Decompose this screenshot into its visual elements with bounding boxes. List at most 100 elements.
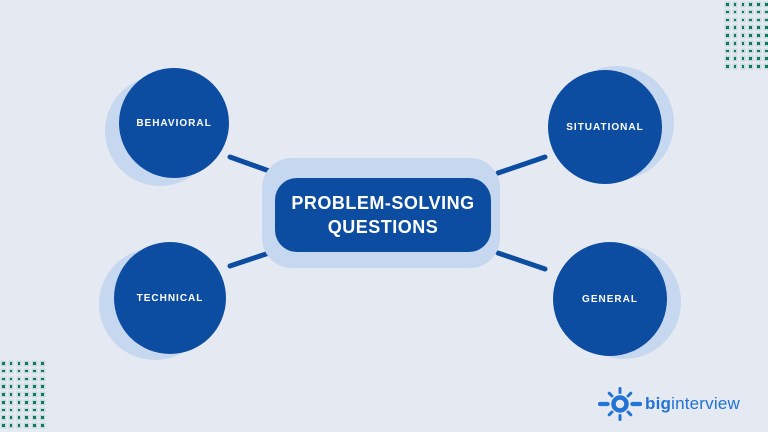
dot xyxy=(25,393,28,396)
dot xyxy=(741,26,745,29)
dot xyxy=(726,34,729,37)
dot xyxy=(749,18,752,22)
dot xyxy=(757,65,760,68)
dot xyxy=(40,416,44,420)
dot xyxy=(17,362,21,365)
dot xyxy=(733,41,737,45)
dot xyxy=(2,393,5,396)
dot xyxy=(733,57,737,61)
dot xyxy=(726,3,729,6)
dot xyxy=(33,369,36,373)
center-topic-halo: PROBLEM-SOLVING QUESTIONS xyxy=(262,158,500,268)
dot xyxy=(40,377,44,381)
dot xyxy=(2,424,5,427)
dot xyxy=(17,369,21,373)
dot xyxy=(40,393,44,396)
dot xyxy=(764,3,768,6)
node-technical-circle: TECHNICAL xyxy=(114,242,226,354)
dot xyxy=(733,34,737,37)
dot xyxy=(25,385,28,388)
dot xyxy=(40,385,44,388)
dot xyxy=(764,57,768,61)
dot xyxy=(733,18,737,22)
dot xyxy=(2,400,5,404)
dot xyxy=(17,408,21,412)
dot xyxy=(40,408,44,412)
connector-general xyxy=(495,250,548,272)
sun-icon xyxy=(598,387,642,421)
node-general-label: GENERAL xyxy=(582,293,638,305)
dot xyxy=(2,362,5,365)
brand-logo: biginterview xyxy=(598,384,740,424)
dot xyxy=(764,34,768,37)
center-topic-line2: QUESTIONS xyxy=(327,217,439,237)
dot xyxy=(757,34,760,37)
dot xyxy=(9,400,13,404)
dot xyxy=(9,377,13,381)
dot xyxy=(9,416,13,420)
dot xyxy=(17,400,21,404)
dot xyxy=(17,377,21,381)
dot xyxy=(9,362,13,365)
dot xyxy=(726,18,729,22)
dot xyxy=(2,408,5,412)
center-topic-line1: PROBLEM-SOLVING xyxy=(291,193,475,213)
dot xyxy=(749,41,752,45)
node-general: GENERAL xyxy=(553,242,681,359)
dot xyxy=(741,3,745,6)
dot xyxy=(25,424,28,427)
dot xyxy=(40,362,44,365)
dot xyxy=(25,369,28,373)
dot xyxy=(749,57,752,61)
node-technical: TECHNICAL xyxy=(99,242,226,360)
connector-technical xyxy=(227,249,275,269)
dot xyxy=(733,65,737,68)
dot xyxy=(33,408,36,412)
dot xyxy=(764,65,768,68)
node-situational-circle: SITUATIONAL xyxy=(548,70,662,184)
dot xyxy=(33,400,36,404)
dot xyxy=(741,65,745,68)
brand-wordmark: biginterview xyxy=(645,394,740,414)
node-situational: SITUATIONAL xyxy=(548,66,674,184)
dot xyxy=(749,34,752,37)
dot xyxy=(25,362,28,365)
dot xyxy=(757,18,760,22)
dot xyxy=(25,416,28,420)
brand-wordmark-big: big xyxy=(645,394,672,413)
dot xyxy=(741,10,745,14)
node-behavioral-circle: BEHAVIORAL xyxy=(119,68,229,178)
dot xyxy=(749,49,752,53)
dot xyxy=(733,26,737,29)
dot xyxy=(17,385,21,388)
dot xyxy=(764,10,768,14)
dot xyxy=(2,385,5,388)
dot xyxy=(749,10,752,14)
dot xyxy=(726,49,729,53)
dot xyxy=(757,10,760,14)
node-technical-label: TECHNICAL xyxy=(136,292,204,304)
dot xyxy=(40,424,44,427)
dot xyxy=(757,26,760,29)
node-situational-label: SITUATIONAL xyxy=(566,121,644,133)
dot xyxy=(17,416,21,420)
dot xyxy=(764,49,768,53)
node-general-circle: GENERAL xyxy=(553,242,667,356)
dot xyxy=(9,424,13,427)
dot xyxy=(9,369,13,373)
dot xyxy=(726,57,729,61)
dot xyxy=(726,10,729,14)
dot xyxy=(33,424,36,427)
dot xyxy=(757,41,760,45)
dot xyxy=(2,416,5,420)
dot xyxy=(9,408,13,412)
dot xyxy=(40,369,44,373)
dot xyxy=(9,385,13,388)
dot xyxy=(33,416,36,420)
dot xyxy=(25,400,28,404)
dot xyxy=(764,26,768,29)
dot xyxy=(25,377,28,381)
dot xyxy=(33,385,36,388)
dot xyxy=(757,57,760,61)
